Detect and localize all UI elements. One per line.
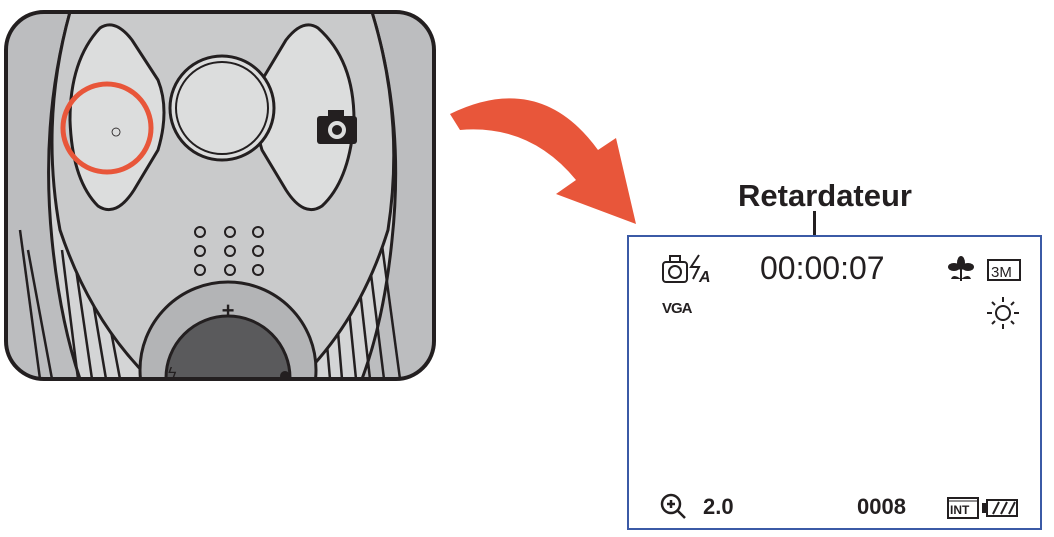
- internal-memory-icon: INT: [947, 497, 979, 519]
- timer-readout: 00:00:07: [760, 250, 885, 286]
- svg-text:A: A: [698, 269, 711, 286]
- image-size-badge-text: 3M: [991, 264, 1012, 281]
- callout-line: [813, 211, 816, 251]
- macro-flower-icon: [948, 256, 974, 281]
- camera-icon: [317, 110, 357, 144]
- selector-small-icon: ○: [110, 121, 122, 143]
- highlight-ring: [60, 81, 154, 175]
- sun-icon: [987, 297, 1019, 329]
- resolution-label: VGA: [662, 300, 692, 317]
- speaker-grille-icon: [194, 226, 264, 276]
- memory-icon-glyph: INT: [950, 503, 970, 517]
- frame-count: 0008: [857, 494, 906, 519]
- image-size-badge: 3M: [987, 259, 1021, 281]
- camera-mode-icon: [662, 255, 688, 283]
- zoom-magnifier-icon: [660, 493, 686, 519]
- lcd-icons: A 3M: [660, 254, 1021, 519]
- curved-arrow: [450, 98, 636, 224]
- flash-auto-icon: A: [689, 254, 711, 286]
- svg-text:+: +: [222, 298, 235, 323]
- camera-back-illustration: + ϟ ○: [4, 10, 436, 382]
- zoom-value: 2.0: [703, 494, 734, 519]
- svg-text:ϟ: ϟ: [168, 365, 177, 382]
- lcd-screen: [627, 235, 1042, 530]
- callout-label: Retardateur: [738, 178, 912, 213]
- battery-icon: [982, 499, 1018, 517]
